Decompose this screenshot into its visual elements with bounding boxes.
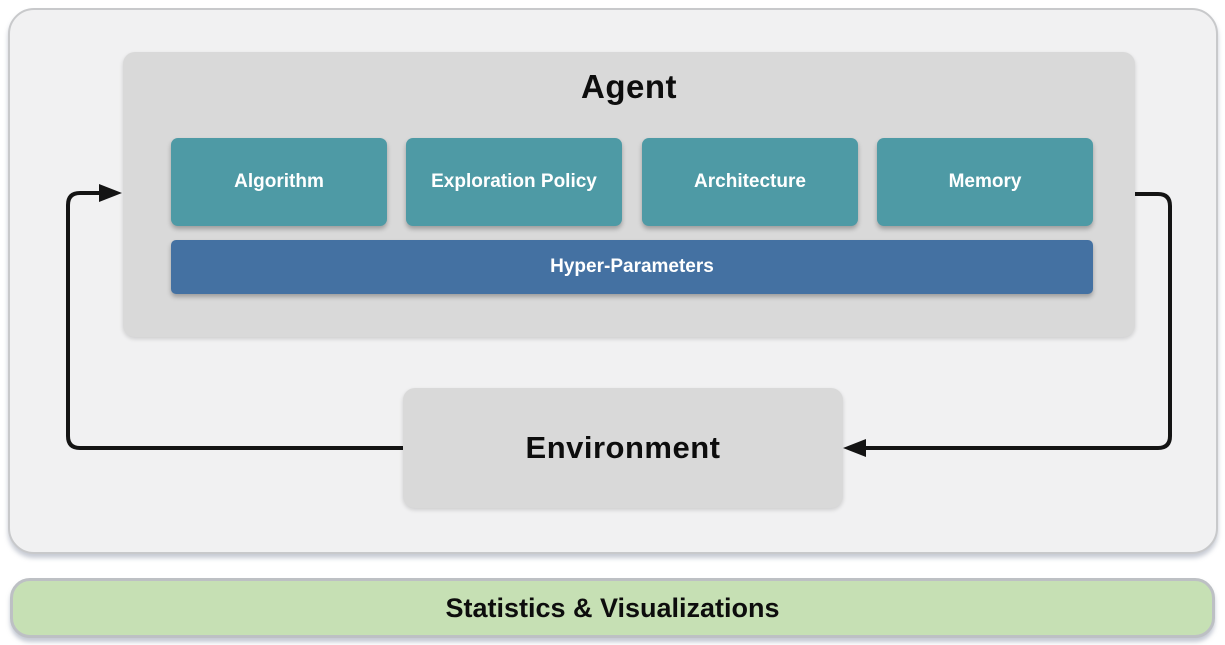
hyper-parameters-bar: Hyper-Parameters: [171, 240, 1093, 294]
environment-box: Environment: [403, 388, 843, 508]
module-box-algorithm: Algorithm: [171, 138, 387, 226]
agent-title: Agent: [581, 68, 677, 105]
module-box-memory: Memory: [877, 138, 1093, 226]
module-box-architecture: Architecture: [642, 138, 858, 226]
statistics-visualizations-bar: Statistics & Visualizations: [10, 578, 1215, 638]
module-box-exploration-policy: Exploration Policy: [406, 138, 622, 226]
